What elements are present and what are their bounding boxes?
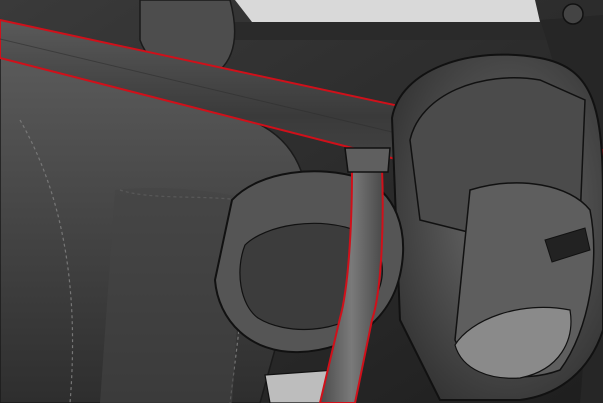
window-frame (228, 22, 560, 40)
rear-window (235, 0, 540, 22)
belt-buckle (345, 148, 390, 172)
headrest-post (563, 4, 583, 24)
